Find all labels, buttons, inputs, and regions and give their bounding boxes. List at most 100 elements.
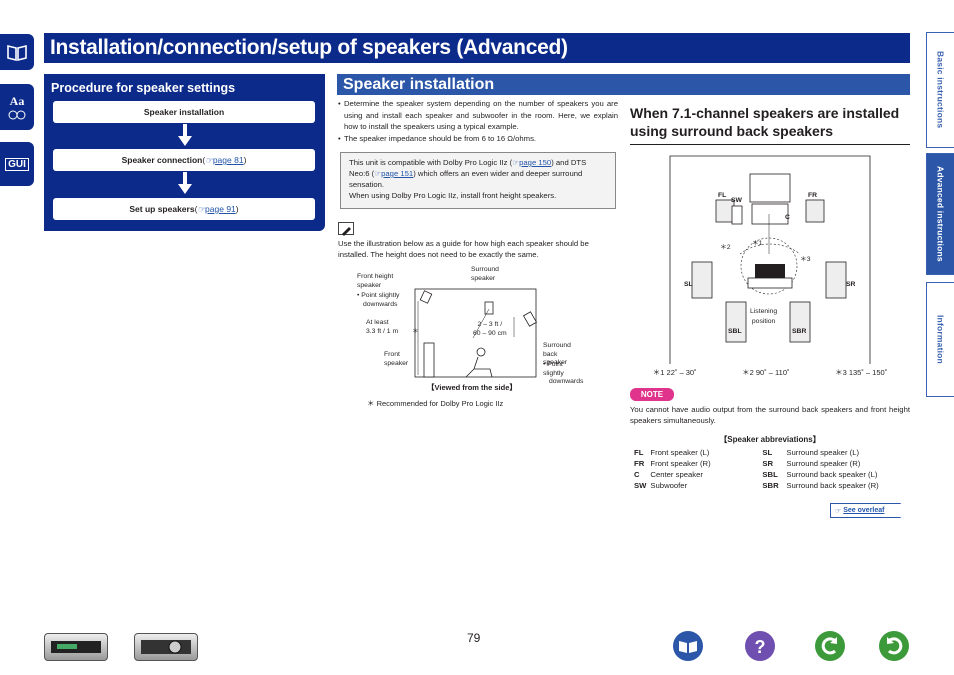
label-line: At least: [366, 319, 389, 326]
angle-mark-3: ＊3: [800, 256, 811, 263]
subheading: When 7.1-channel speakers are installed …: [630, 104, 910, 145]
abbr-meaning: Surround back speaker (R): [786, 481, 879, 490]
label-fr: FR: [808, 192, 818, 199]
label-c: C: [785, 214, 790, 221]
tab-label: Advanced instructions: [935, 166, 946, 262]
rear-panel-button[interactable]: [134, 633, 198, 661]
label-line: 2 – 3 ft /: [477, 321, 503, 328]
angle-legend-item: ＊1 22˚ – 30˚: [652, 368, 697, 377]
angle-mark-2: ＊2: [720, 244, 731, 251]
page-ref-icon: ☞: [374, 169, 382, 178]
label-line: • Point slightly: [357, 292, 400, 299]
abbr-code: SBR: [762, 481, 779, 490]
step-label: Set up speakers: [129, 204, 195, 214]
side-view-diagram: [414, 288, 538, 378]
page-title: Installation/connection/setup of speaker…: [50, 36, 568, 59]
step-set-up-speakers[interactable]: Set up speakers (☞page 91): [53, 198, 315, 220]
label-line: speaker: [357, 281, 382, 289]
front-panel-button[interactable]: [44, 633, 108, 661]
angle-legend-item: ＊2 90˚ – 110˚: [742, 368, 790, 377]
angle-legend-item: ＊3 135˚ – 150˚: [835, 368, 888, 377]
label-line: speaker: [384, 359, 409, 367]
paren-open: (: [194, 204, 198, 214]
abbr-code: SL: [762, 448, 773, 457]
tab-basic-instructions[interactable]: Basic instructions: [926, 32, 954, 148]
compat-text: When using Dolby Pro Logic IIz, install …: [349, 191, 557, 200]
label-line: 3.3 ft / 1 m: [366, 327, 399, 335]
page-link[interactable]: page 151: [381, 169, 414, 178]
page-link[interactable]: page 81: [212, 155, 244, 165]
see-overleaf-label: See overleaf: [843, 507, 885, 514]
star-mark: ＊: [412, 328, 419, 335]
section-title: Speaker installation: [337, 74, 910, 95]
top-view-diagram: [669, 155, 871, 364]
paren-open: (: [202, 155, 206, 165]
label-line: downwards: [363, 300, 398, 308]
page-ref-icon: ☞: [835, 507, 844, 515]
note-badge: NOTE: [630, 388, 674, 401]
abbr-meaning: Front speaker (L): [650, 448, 710, 457]
help-button[interactable]: ?: [745, 631, 775, 661]
note-text: You cannot have audio output from the su…: [630, 405, 910, 425]
label-sl: SL: [684, 281, 693, 288]
tab-label: Basic instructions: [935, 51, 946, 129]
forward-button[interactable]: [879, 631, 909, 661]
glossary-icon[interactable]: Aa: [0, 84, 34, 130]
label-sbr: SBR: [792, 328, 807, 335]
paren-close: ): [235, 204, 239, 214]
abbr-meaning: Center speaker: [650, 470, 703, 479]
angle-mark-1: ＊1: [752, 240, 763, 247]
contents-button[interactable]: [673, 631, 703, 661]
back-button[interactable]: [815, 631, 845, 661]
step-speaker-installation[interactable]: Speaker installation: [53, 101, 315, 123]
abbr-code: FL: [634, 448, 644, 457]
page-link[interactable]: page 150: [519, 158, 552, 167]
manual-book-icon[interactable]: [0, 34, 34, 70]
procedure-panel: Procedure for speaker settings Speaker i…: [44, 74, 325, 231]
bullet-text: The speaker impedance should be from 6 t…: [344, 133, 537, 143]
label-line: speaker: [543, 359, 568, 366]
paren-close: ): [243, 155, 247, 165]
label-line: Front: [384, 351, 400, 358]
guide-text: Use the illustration below as a guide fo…: [338, 239, 589, 259]
step-speaker-connection[interactable]: Speaker connection (☞page 81): [53, 149, 315, 171]
see-overleaf-link[interactable]: ☞ See overleaf: [830, 503, 908, 518]
abbr-meaning: Surround speaker (R): [786, 459, 861, 468]
abbr-code: C: [634, 470, 640, 479]
abbr-meaning: Front speaker (R): [650, 459, 711, 468]
page-number: 79: [467, 631, 481, 645]
compatibility-box: This unit is compatible with Dolby Pro L…: [340, 152, 616, 209]
label-sr: SR: [846, 281, 856, 288]
pencil-icon: [338, 222, 354, 236]
question-mark-icon: ?: [755, 637, 766, 657]
tab-advanced-instructions[interactable]: Advanced instructions: [926, 153, 954, 275]
page-link[interactable]: page 91: [205, 204, 236, 214]
abbr-meaning: Subwoofer: [650, 481, 688, 490]
receiver-front-icon: [51, 641, 101, 653]
page-ref-icon: ☞: [197, 203, 206, 214]
abbr-meaning: Surround back speaker (L): [786, 470, 878, 479]
height-range-label: 2 – 3 ft /60 – 90 cm: [473, 321, 507, 338]
tab-label: Information: [935, 315, 946, 364]
abbr-code: FR: [634, 459, 645, 468]
forward-arrow-icon: [886, 637, 903, 655]
abbr-title: 【Speaker abbreviations】: [719, 435, 821, 444]
gui-icon[interactable]: GUI: [0, 142, 34, 186]
bullet-text: Determine the speaker system depending o…: [344, 99, 618, 131]
tab-information[interactable]: Information: [926, 282, 954, 397]
label-line: downwards: [549, 378, 584, 385]
top-view-illustration: FL SW FR C SL SR SBL SBR ＊1 ＊2 ＊3 Listen…: [630, 154, 910, 380]
down-arrow-icon: [178, 124, 192, 146]
down-arrow-icon: [178, 172, 192, 194]
side-view-caption: 【Viewed from the side】: [427, 383, 517, 392]
compat-text: ) which offers an even wider and deeper …: [349, 169, 583, 189]
label-line: Listening: [750, 308, 778, 315]
